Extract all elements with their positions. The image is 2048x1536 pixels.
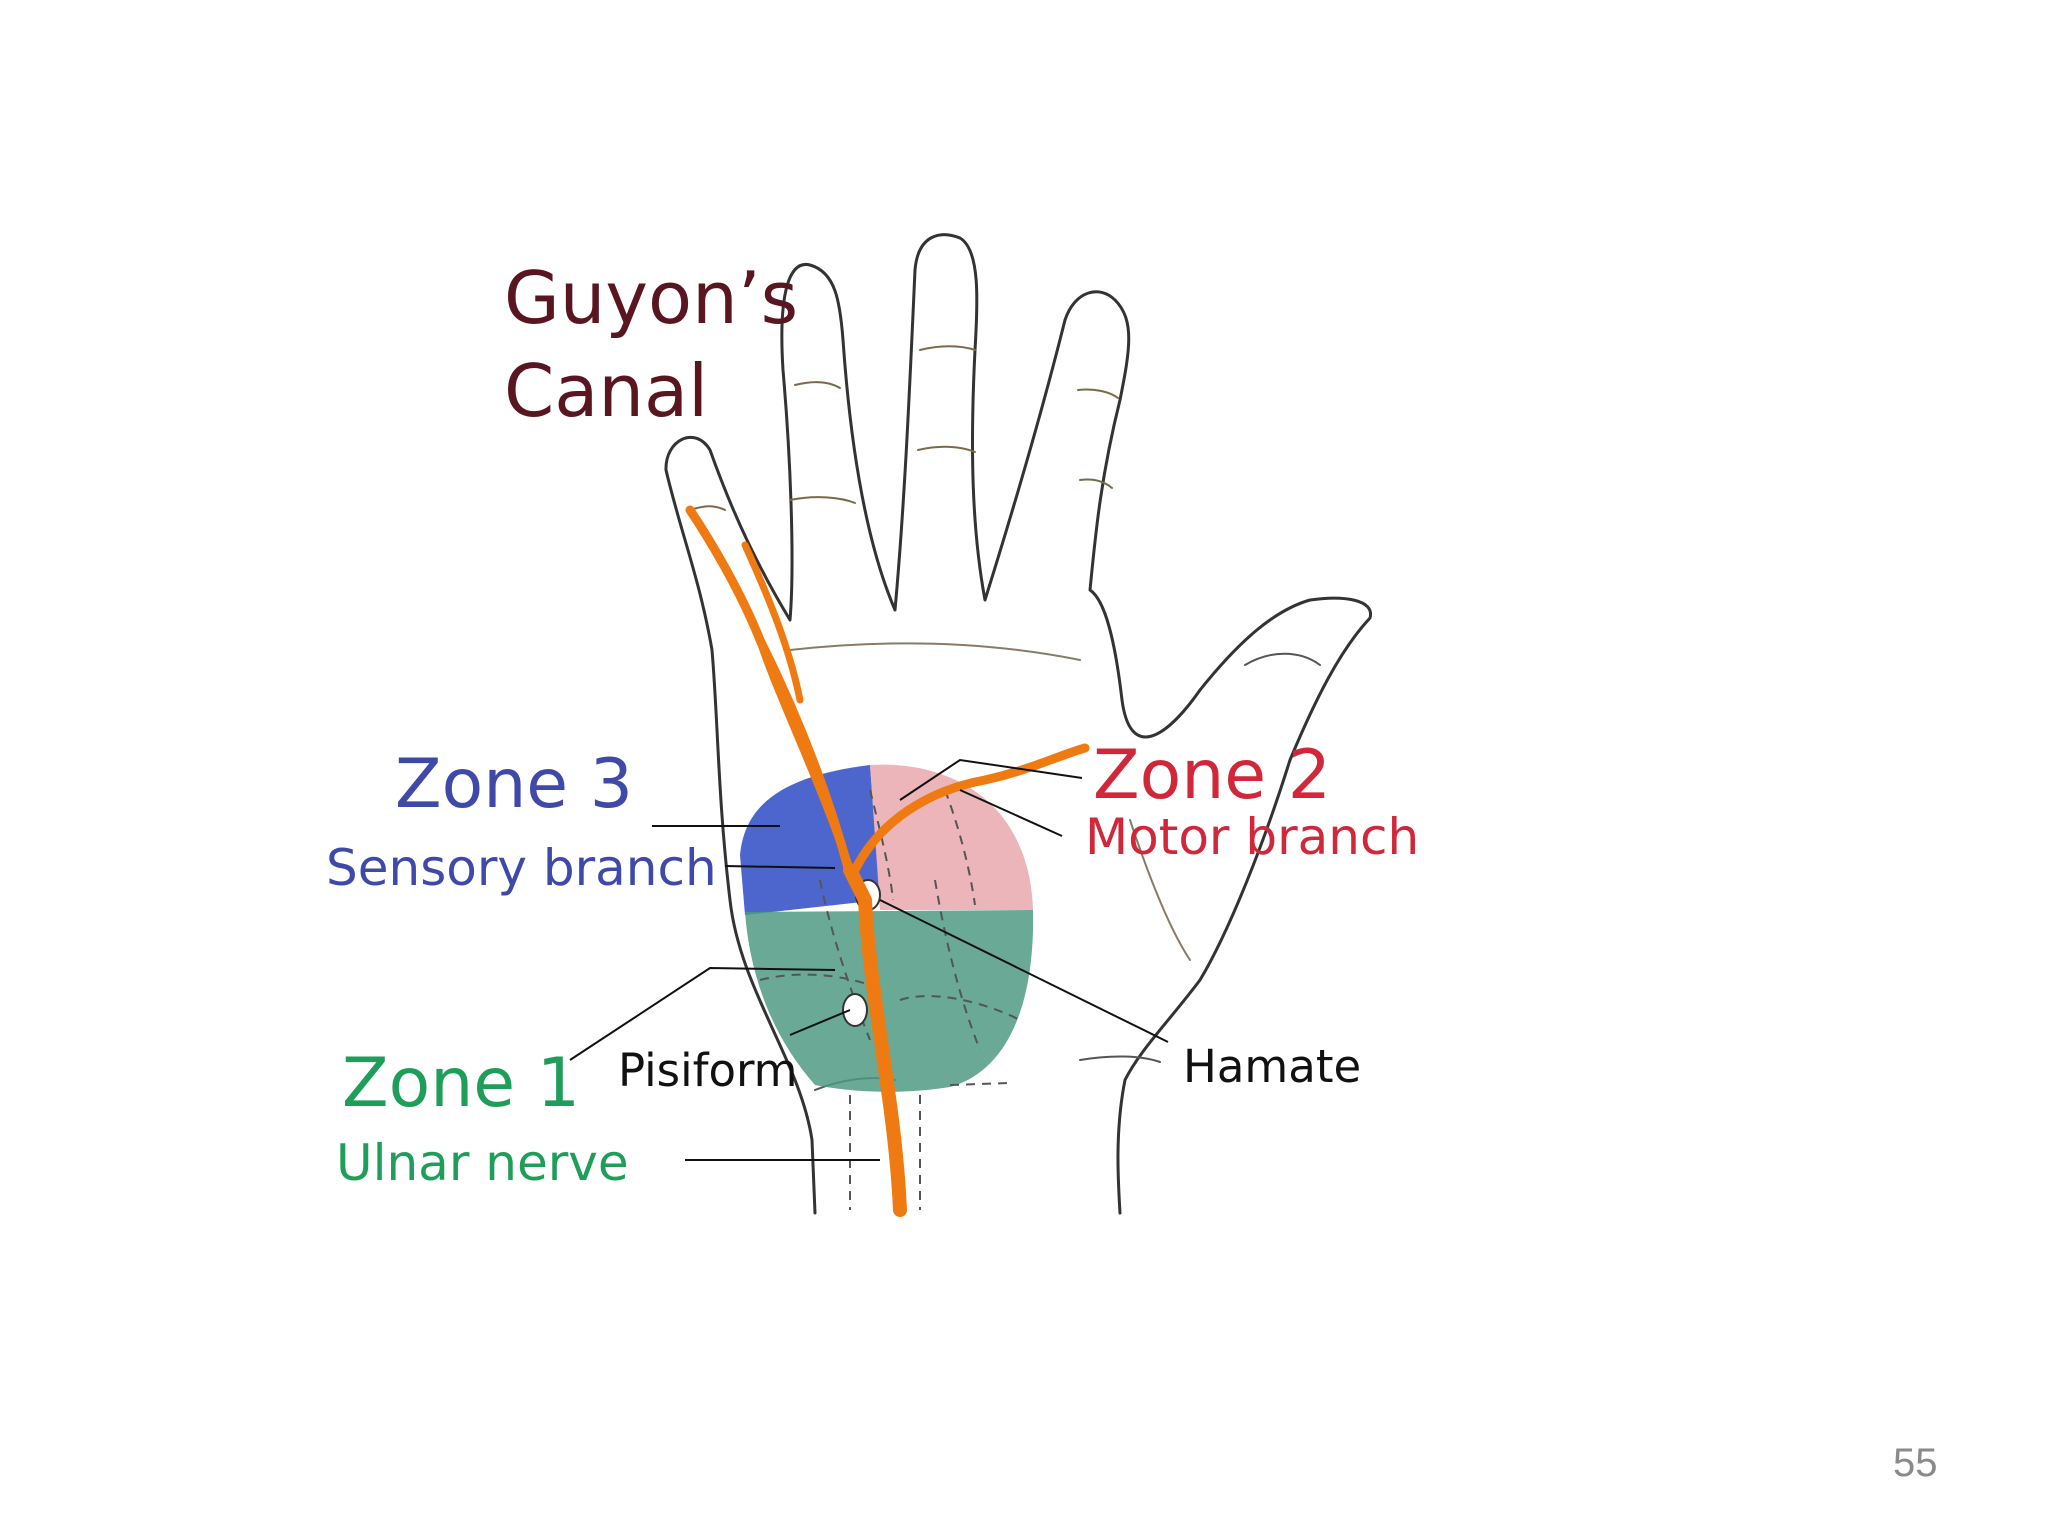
leader-motor-branch [959, 789, 1063, 837]
leader-hamate [879, 899, 1169, 1043]
zone-regions [740, 764, 1034, 1092]
zone-3-subtitle: Sensory branch [326, 839, 717, 897]
hand-outline [664, 233, 1372, 1215]
zone-2-region [870, 764, 1033, 910]
zone-3-region [740, 765, 880, 915]
zone-1-title: Zone 1 [342, 1044, 580, 1123]
pisiform-dot [842, 993, 868, 1027]
leader-sensory-branch [724, 865, 836, 869]
guyons-canal-title-line2: Canal [504, 349, 709, 433]
zone-1-subtitle: Ulnar nerve [336, 1134, 629, 1192]
ulnar-nerve [685, 505, 1090, 1217]
leader-zone2 [899, 758, 1083, 801]
page-number: 55 [1893, 1441, 1938, 1485]
hamate-label: Hamate [1183, 1040, 1362, 1093]
zone-3-title: Zone 3 [395, 745, 633, 824]
guyons-canal-title-line1: Guyon’s [504, 256, 799, 340]
pisiform-label: Pisiform [618, 1044, 798, 1097]
leader-pisiform [789, 1009, 851, 1036]
leader-zone1 [569, 966, 836, 1061]
zone-2-subtitle: Motor branch [1085, 808, 1420, 866]
zone-1-region [745, 910, 1034, 1092]
zone-2-title: Zone 2 [1093, 736, 1331, 815]
